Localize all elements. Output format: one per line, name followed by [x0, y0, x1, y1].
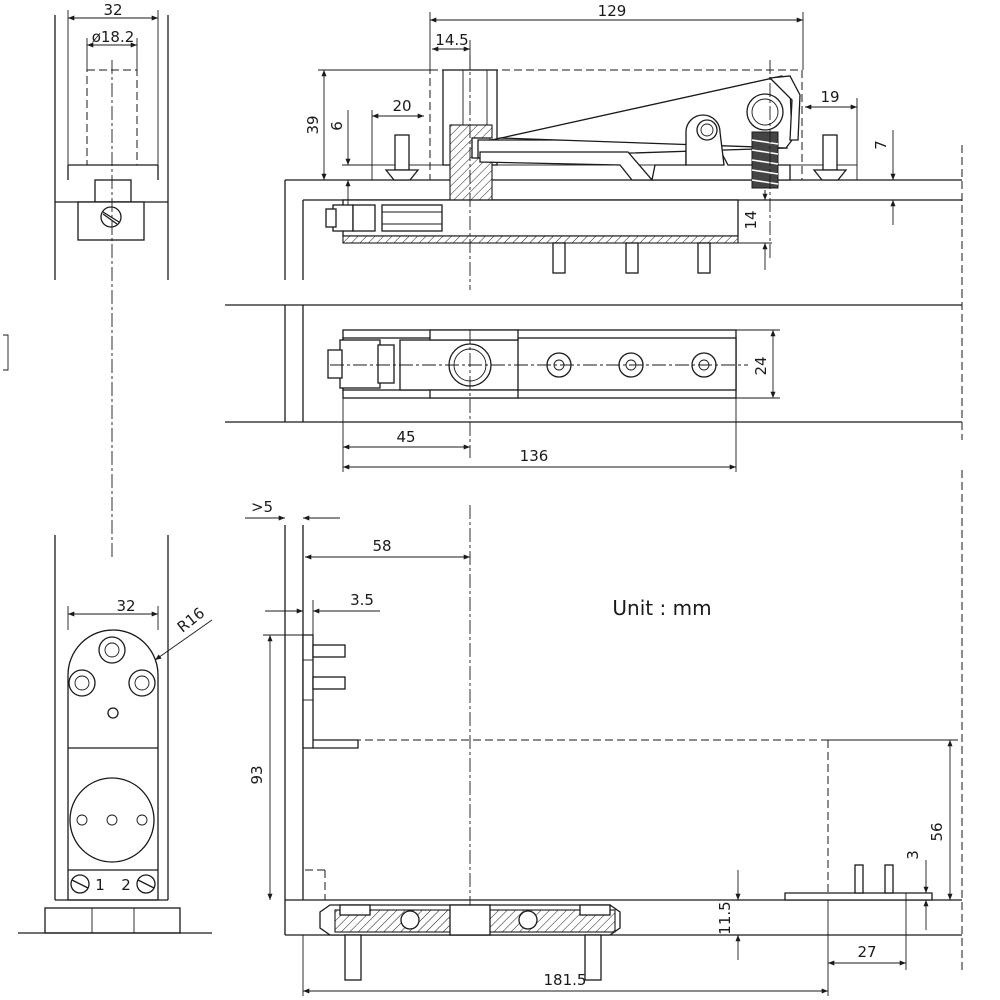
dim-3-5: 3.5: [350, 591, 374, 609]
dim-14: 14: [742, 210, 760, 229]
dim-greater-than-5: >5: [251, 498, 273, 516]
dim-181-5: 181.5: [544, 971, 587, 989]
dim-39: 39: [304, 115, 322, 134]
dim-24: 24: [752, 356, 770, 375]
dim-diameter-18-2: ø18.2: [92, 28, 135, 46]
dim-6: 6: [328, 121, 346, 131]
left-top-end-view: 32 ø18.2: [54, 1, 169, 560]
bottom-pins: [552, 242, 711, 274]
top-section-view: 129 14.5 20 19 39 6 7 14: [284, 2, 963, 290]
dim-7: 7: [872, 140, 890, 150]
plate-screw-1: [70, 874, 90, 894]
dim-32-top: 32: [103, 1, 122, 19]
threaded-pin: [751, 131, 779, 189]
bottom-elevation-view: >5 58 3.5 93 56 3 11.5 27 181.5: [245, 470, 963, 996]
dim-14-5: 14.5: [435, 31, 468, 49]
dim-56: 56: [928, 822, 946, 841]
dim-3: 3: [904, 850, 922, 860]
dim-58: 58: [372, 537, 391, 555]
dim-93: 93: [248, 765, 266, 784]
unit-label: Unit : mm: [612, 596, 711, 620]
plate-screw-2: [136, 874, 156, 894]
dim-27: 27: [857, 943, 876, 961]
edge-bracket: [3, 334, 9, 371]
dim-11-5: 11.5: [716, 901, 734, 934]
dim-20: 20: [392, 97, 411, 115]
dim-45: 45: [396, 428, 415, 446]
middle-plan-view: 24 45 136: [225, 290, 963, 472]
dim-19: 19: [820, 88, 839, 106]
dim-radius-16: R16: [174, 604, 208, 636]
screw-right: [812, 134, 848, 181]
dim-32-bottom: 32: [116, 597, 135, 615]
screw-label-1: 1: [95, 876, 105, 894]
screw-label-2: 2: [121, 876, 131, 894]
end-view-screw: [100, 206, 122, 228]
dim-129: 129: [598, 2, 627, 20]
side-pins: [312, 644, 346, 690]
left-bottom-plate-view: 1 2 32 R16: [18, 535, 213, 934]
screw-left: [384, 134, 420, 181]
dim-136: 136: [520, 447, 549, 465]
